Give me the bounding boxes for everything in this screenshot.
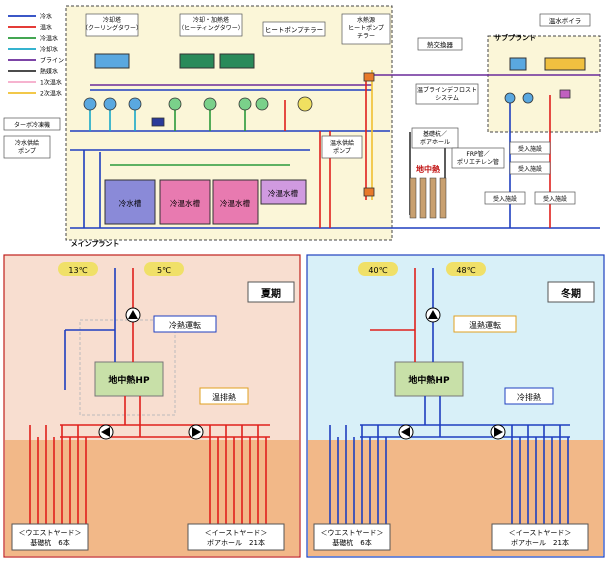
winter-heat-label: 冷排熱 <box>517 392 541 402</box>
consumer-label-2: 受入施設 <box>493 195 517 203</box>
tank-label-3: 冷温水槽 <box>268 188 298 198</box>
summer-west-label: ＜ウエストヤード＞基礎杭 6本 <box>19 529 82 547</box>
brine-defrost-label: 温ブラインデフロストシステム <box>417 86 477 102</box>
hot-supply-pump-label: 温水供給ポンプ <box>330 139 354 155</box>
main-plant-pipes <box>70 70 600 229</box>
main-plant-label: メインプラント <box>71 239 120 248</box>
top-pumps <box>83 72 571 197</box>
winter-temp-right: 48℃ <box>456 266 475 275</box>
towers <box>94 53 586 71</box>
legend-label-5: 熱媒水 <box>40 68 58 76</box>
top-label-boxes <box>3 13 591 205</box>
summer-mode-label: 冷熱運転 <box>169 320 201 330</box>
sub-plant-area <box>487 35 601 133</box>
winter-temp-left: 40℃ <box>368 266 387 275</box>
tanks <box>104 179 307 225</box>
frp-pipe-label: FRP管／ポリエチレン管 <box>457 150 499 166</box>
summer-hp-label: 地中熱HP <box>108 374 150 386</box>
consumer-label-3: 受入施設 <box>543 195 567 203</box>
water-source-hp-label: 水熱源ヒートポンプチラー <box>348 16 384 40</box>
tank-label-0: 冷水槽 <box>119 198 142 208</box>
winter-mode-label: 温熱運転 <box>469 320 501 330</box>
legend-label-0: 冷水 <box>40 13 52 21</box>
summer-east-label: ＜イーストヤード＞ボアホール 21本 <box>205 529 268 547</box>
geothermal-label: 地中熱 <box>416 164 440 174</box>
winter-west-label: ＜ウエストヤード＞基礎杭 6本 <box>321 529 384 547</box>
winter-season-label: 冬期 <box>561 287 581 300</box>
summer-temp-right: 5℃ <box>157 266 171 275</box>
legend-label-4: ブライン <box>40 57 64 65</box>
summer-panel <box>3 254 301 558</box>
winter-hp-label: 地中熱HP <box>408 374 450 386</box>
hot-water-boiler-label: 温水ボイラ <box>549 16 582 25</box>
summer-temp-left: 13℃ <box>68 266 87 275</box>
summer-season-label: 夏期 <box>260 287 281 300</box>
cold-supply-pump-label: 冷水供給ポンプ <box>15 139 39 155</box>
winter-east-label: ＜イーストヤード＞ボアホール 21本 <box>509 529 572 547</box>
tank-label-2: 冷温水槽 <box>220 198 250 208</box>
heat-pump-chiller-label: ヒートポンプチラー <box>265 26 323 34</box>
sub-plant-label: サブプラント <box>494 33 536 42</box>
legend-label-7: 2次温水 <box>40 90 62 98</box>
consumer-label-0: 受入施設 <box>518 145 542 153</box>
consumer-label-1: 受入施設 <box>518 165 542 173</box>
tank-label-1: 冷温水槽 <box>170 198 200 208</box>
winter-panel <box>306 254 605 558</box>
turbo-chiller-label: ターボ冷凍機 <box>14 121 50 129</box>
legend-label-6: 1次温水 <box>40 79 62 87</box>
heat-exchanger-label: 熱交換器 <box>427 40 454 49</box>
cooling-heating-tower-label: 冷却・加熱塔（ヒーティングタワー） <box>178 16 244 32</box>
borehole-tubes <box>409 177 447 219</box>
summer-heat-label: 温排熱 <box>212 392 236 402</box>
foundation-borehole-label: 基礎杭／ボアホール <box>420 130 450 146</box>
legend-label-2: 冷温水 <box>40 35 58 43</box>
legend-label-1: 温水 <box>40 24 52 32</box>
cooling-tower-label: 冷却塔（クーリングタワー） <box>82 16 142 32</box>
legend-label-3: 冷却水 <box>40 46 58 54</box>
